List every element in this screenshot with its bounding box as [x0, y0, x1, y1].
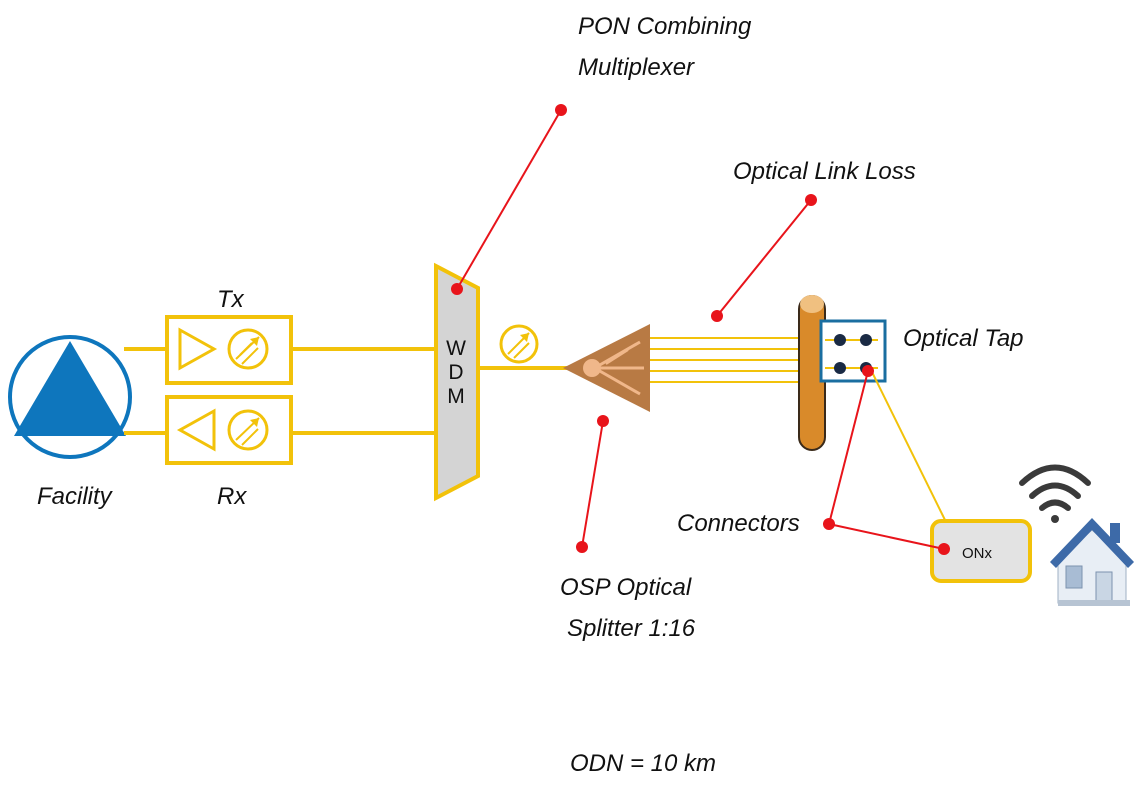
split-fibers [650, 337, 805, 383]
wifi-icon [1019, 464, 1091, 523]
tx-amplifier-icon [178, 327, 218, 371]
rx-module [165, 395, 293, 465]
callout-osp-splitter [576, 415, 609, 553]
odn-label: ODN = 10 km [570, 750, 717, 777]
line-photodiode-icon [499, 324, 539, 364]
wdm-letter-d: D [448, 361, 464, 384]
house-icon [1050, 518, 1134, 606]
optical-tap-label: Optical Tap [903, 325, 1024, 352]
tx-photodiode-icon [227, 328, 269, 370]
callout-connectors [823, 365, 950, 555]
osp-label-line1: OSP Optical [560, 574, 692, 601]
onx-label: ONx [962, 545, 992, 562]
drop-fiber [871, 371, 947, 523]
optical-tap-icon [819, 319, 887, 383]
callout-optical-link-loss [711, 194, 817, 322]
connectors-label: Connectors [677, 510, 800, 537]
pon-mux-label-line1: PON Combining [578, 13, 752, 40]
rx-photodiode-icon [227, 409, 269, 451]
wdm-letter-m: M [447, 385, 465, 408]
wdm-multiplexer [434, 262, 480, 502]
callout-pon-mux [451, 104, 567, 295]
tx-module [165, 315, 293, 385]
tx-label: Tx [217, 286, 244, 313]
rx-label: Rx [217, 483, 247, 510]
optical-splitter-icon [563, 324, 650, 412]
facility-icon [8, 335, 132, 459]
osp-label-line2: Splitter 1:16 [567, 615, 696, 642]
wdm-letter-w: W [446, 337, 466, 360]
fiber-cable-icon [798, 295, 826, 451]
rx-amplifier-icon [176, 408, 216, 452]
pon-mux-label-line2: Multiplexer [578, 54, 695, 81]
optical-link-loss-label: Optical Link Loss [733, 158, 916, 185]
onx-device [930, 519, 1032, 583]
facility-label: Facility [37, 483, 112, 510]
